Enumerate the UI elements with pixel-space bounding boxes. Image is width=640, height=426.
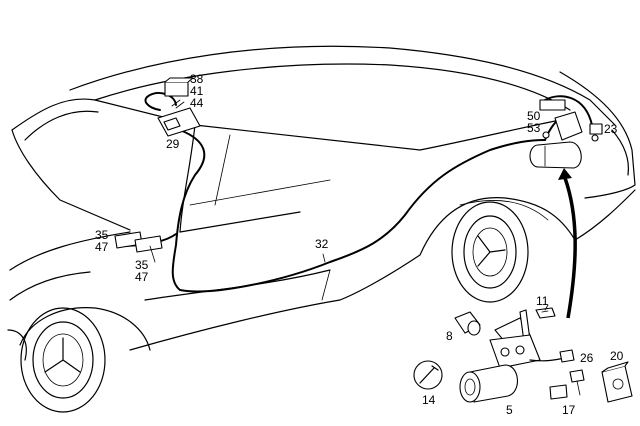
actuator-assembly-5 (459, 309, 566, 403)
plug-17 (549, 384, 568, 400)
label-35-bottom: 35 (135, 258, 149, 272)
label-26: 26 (580, 351, 594, 365)
connector-23 (589, 123, 603, 135)
connector-35-47 (114, 231, 163, 253)
control-unit-29 (157, 99, 201, 137)
label-50: 50 (527, 109, 541, 123)
label-38: 38 (190, 72, 204, 86)
clip-11 (535, 307, 556, 319)
label-5: 5 (506, 403, 513, 417)
label-29: 29 (166, 137, 180, 151)
motor-rear (529, 141, 582, 169)
label-8: 8 (446, 329, 453, 343)
label-35-top: 35 (95, 228, 109, 242)
label-44: 44 (190, 96, 204, 110)
label-14: 14 (422, 393, 436, 407)
label-53: 53 (527, 121, 541, 135)
connector-26 (559, 349, 585, 396)
pointer-arrow (558, 168, 577, 319)
label-47-top: 47 (95, 240, 109, 254)
receiver-unit-50-53 (539, 99, 599, 142)
wiring-harness (171, 129, 546, 293)
rear-wheel (451, 201, 529, 303)
relay-38-41-44 (164, 77, 194, 97)
label-32: 32 (315, 237, 329, 251)
bulb-8 (454, 311, 481, 336)
label-20: 20 (610, 349, 624, 363)
front-wheel (20, 307, 106, 413)
spanner-tool-14 (413, 360, 443, 390)
label-17: 17 (562, 403, 576, 417)
label-23: 23 (604, 122, 618, 136)
relay-20 (601, 361, 633, 403)
label-41: 41 (190, 84, 204, 98)
leader-lines (149, 245, 549, 311)
label-11: 11 (536, 294, 549, 308)
label-47-bottom: 47 (135, 270, 149, 284)
